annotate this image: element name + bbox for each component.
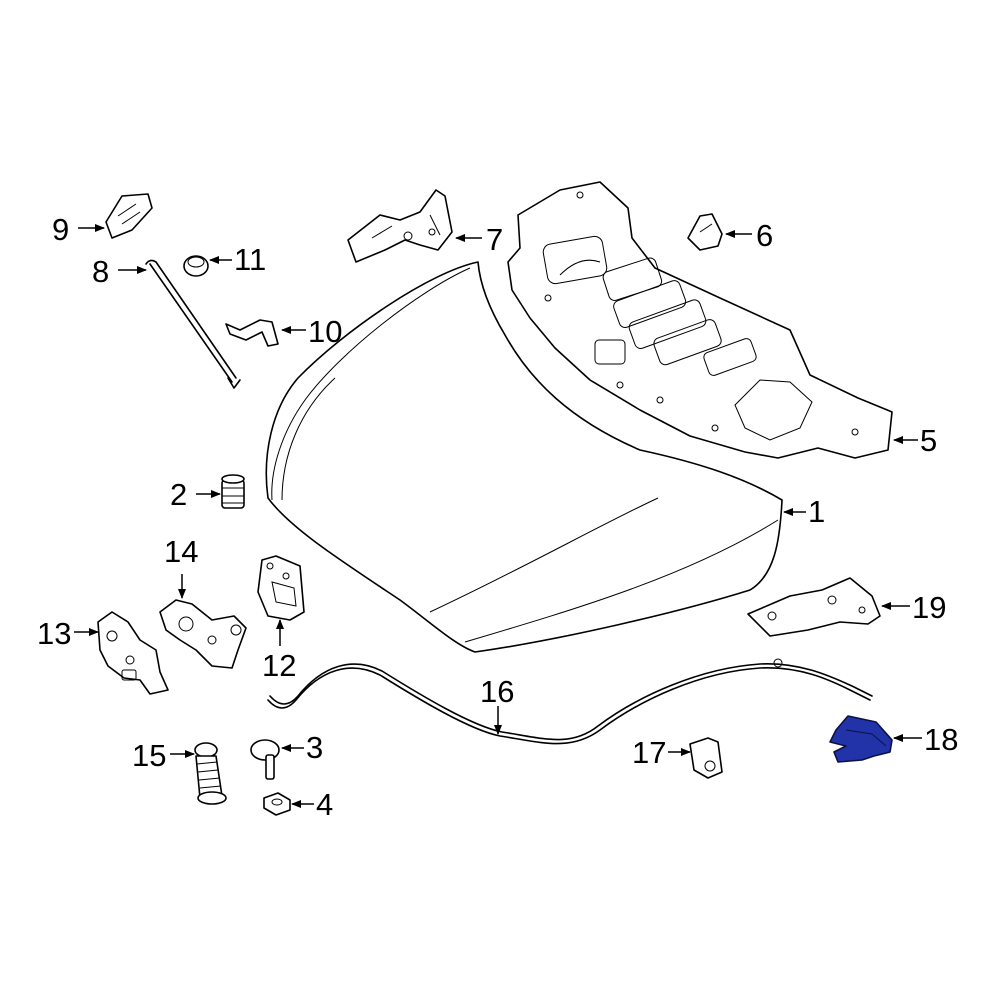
part-3-bumper-stop[interactable]	[250, 739, 280, 780]
callout-4: 4	[316, 787, 333, 822]
callout-9: 9	[52, 212, 69, 247]
part-11-grommet[interactable]	[183, 255, 209, 277]
callout-7: 7	[486, 222, 503, 257]
part-7-hinge[interactable]	[347, 189, 453, 263]
callout-5: 5	[920, 423, 937, 458]
part-6-clip[interactable]	[687, 213, 723, 251]
callout-3: 3	[306, 730, 323, 765]
part-1-hood-panel[interactable]	[265, 261, 783, 653]
part-15-spring-bumper[interactable]	[194, 742, 227, 805]
part-10-rod-clip[interactable]	[225, 319, 279, 347]
callout-18: 18	[924, 722, 958, 757]
part-18-release-handle-highlighted[interactable]	[829, 715, 893, 763]
part-8-support-rod[interactable]	[145, 259, 241, 389]
callout-14: 14	[164, 534, 198, 569]
part-12-bracket[interactable]	[257, 555, 305, 621]
callout-2: 2	[170, 477, 187, 512]
callout-6: 6	[756, 218, 773, 253]
callout-11: 11	[234, 242, 266, 277]
part-14-latch-assembly[interactable]	[159, 599, 247, 669]
callout-16: 16	[480, 674, 514, 709]
part-2-bumper[interactable]	[221, 474, 245, 509]
part-9-latch-bracket[interactable]	[105, 193, 153, 239]
callout-10: 10	[308, 314, 342, 349]
callout-17: 17	[632, 735, 666, 770]
part-4-nut[interactable]	[263, 792, 291, 816]
part-19-bracket[interactable]	[747, 577, 881, 637]
callout-8: 8	[92, 254, 109, 289]
callout-13: 13	[37, 616, 71, 651]
callout-1: 1	[808, 494, 825, 529]
part-16-release-cable[interactable]	[267, 658, 873, 745]
part-13-hood-latch[interactable]	[97, 611, 169, 695]
callout-15: 15	[132, 738, 166, 773]
callout-19: 19	[912, 590, 946, 625]
part-17-clip[interactable]	[689, 737, 723, 779]
callout-12: 12	[262, 648, 296, 683]
callouts: 1 2 3 4 5 6 7 8 9 10 11 12 13 14 15 16 1	[37, 212, 958, 822]
part-5-insulator-pad[interactable]	[507, 181, 893, 459]
